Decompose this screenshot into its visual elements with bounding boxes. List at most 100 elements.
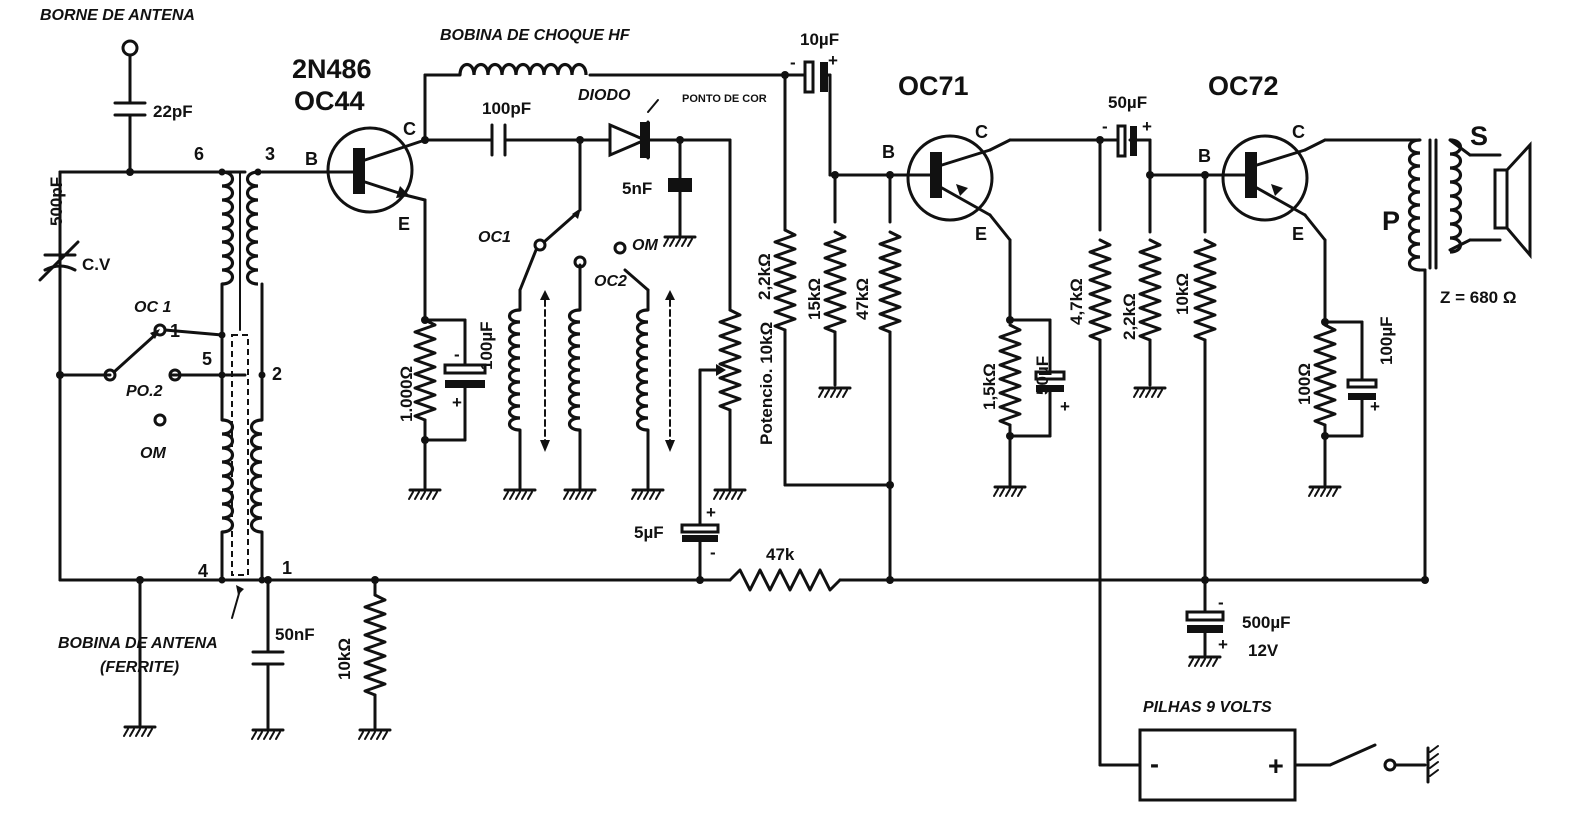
svg-text:S: S	[1470, 121, 1488, 151]
svg-text:-: -	[454, 345, 460, 364]
capacitor-10uf: 10µF - +	[790, 30, 839, 94]
antenna-coil-ferrite: 6 3 5 2 4 1 1 BOBINA DE ANTENA (FERRITE)	[58, 144, 292, 676]
svg-text:6: 6	[194, 144, 204, 164]
svg-text:15kΩ: 15kΩ	[805, 278, 824, 320]
svg-text:10kΩ: 10kΩ	[1173, 273, 1192, 315]
band-coils	[507, 290, 675, 452]
capacitor-500pf-label: 500pF	[47, 177, 66, 226]
capacitor-50uf-emitter: + 50µF	[1033, 356, 1070, 416]
svg-text:50µF: 50µF	[1033, 356, 1052, 395]
svg-text:C: C	[1292, 122, 1305, 142]
band-switch-1[interactable]: OC 1 PO.2 OM	[103, 299, 224, 462]
svg-text:1: 1	[282, 558, 292, 578]
svg-text:5nF: 5nF	[622, 179, 652, 198]
resistor-2k2-2: 2,2kΩ	[1120, 238, 1162, 357]
svg-text:-: -	[1150, 749, 1159, 779]
svg-text:+: +	[1060, 397, 1070, 416]
transistor-oc44: 2N486 OC44 B C E	[292, 54, 427, 234]
svg-text:4: 4	[198, 561, 208, 581]
svg-text:Potencio. 10kΩ: Potencio. 10kΩ	[757, 322, 776, 445]
antenna-terminal: BORNE DE ANTENA	[40, 7, 195, 57]
svg-text:+: +	[1142, 117, 1152, 136]
svg-text:C: C	[975, 122, 988, 142]
svg-text:4,7kΩ: 4,7kΩ	[1067, 278, 1086, 325]
svg-text:1.000Ω: 1.000Ω	[397, 366, 416, 422]
resistor-2k2-1: 2,2kΩ	[755, 213, 797, 342]
output-transformer: S P	[1382, 121, 1488, 272]
resistor-1k5: 1,5kΩ	[980, 323, 1022, 427]
svg-text:+: +	[452, 393, 462, 412]
svg-text:E: E	[1292, 224, 1304, 244]
diode: DIODO PONTO DE COR	[578, 87, 767, 160]
capacitor-100uf-1: - + 100µF	[443, 321, 496, 412]
svg-text:50nF: 50nF	[275, 625, 315, 644]
svg-text:B: B	[305, 149, 318, 169]
resistor-15k: 15kΩ	[805, 230, 847, 347]
svg-text:2: 2	[272, 364, 282, 384]
transistor-oc71: OC71 B C E	[882, 71, 994, 244]
hf-choke: BOBINA DE CHOQUE HF	[440, 27, 631, 76]
svg-text:C: C	[403, 119, 416, 139]
volume-potentiometer[interactable]: Potencio. 10kΩ	[698, 308, 776, 445]
svg-text:P: P	[1382, 206, 1400, 236]
svg-text:3: 3	[265, 144, 275, 164]
svg-text:+: +	[1370, 397, 1380, 416]
svg-text:100µF: 100µF	[477, 321, 496, 370]
svg-text:47kΩ: 47kΩ	[853, 278, 872, 320]
svg-text:100Ω: 100Ω	[1295, 363, 1314, 405]
svg-text:-: -	[790, 53, 796, 72]
chassis-ground-icon	[1426, 745, 1439, 784]
transistor-1-type-a: 2N486	[292, 54, 372, 84]
junctions	[56, 71, 1429, 584]
band-switch-2[interactable]: OC1 OC2 OM	[478, 208, 658, 292]
resistor-1000ohm: 1.000Ω	[397, 318, 437, 422]
svg-text:+: +	[1218, 635, 1228, 654]
resistor-10k-bias2: 10kΩ	[1173, 238, 1217, 357]
diode-label: DIODO	[578, 87, 631, 104]
svg-text:47k: 47k	[766, 545, 795, 564]
wiring	[58, 53, 1502, 767]
resistor-4k7: 4,7kΩ	[1067, 238, 1112, 357]
svg-text:+: +	[1268, 751, 1284, 781]
capacitor-5nf: 5nF	[622, 178, 692, 198]
capacitor-100uf-2: + 100µF	[1346, 316, 1396, 416]
sw-po2-label: PO.2	[126, 383, 163, 400]
svg-text:100µF: 100µF	[1377, 316, 1396, 365]
svg-text:E: E	[975, 224, 987, 244]
speaker-icon: Z = 680 Ω	[1440, 141, 1532, 307]
capacitor-22pf: 22pF	[113, 101, 193, 121]
transistor-2-type: OC71	[898, 71, 969, 101]
capacitor-500uf: - + 500µF 12V	[1185, 593, 1291, 660]
resistor-10k-bias: 10kΩ	[335, 593, 387, 697]
svg-text:12V: 12V	[1248, 641, 1279, 660]
resistor-100ohm: 100Ω	[1295, 323, 1337, 427]
ferrite-label: (FERRITE)	[100, 659, 179, 676]
transistor-1-type-b: OC44	[294, 86, 365, 116]
svg-text:B: B	[882, 142, 895, 162]
svg-text:10kΩ: 10kΩ	[335, 638, 354, 680]
antenna-terminal-label: BORNE DE ANTENA	[40, 7, 195, 24]
svg-text:-: -	[710, 543, 716, 562]
svg-text:B: B	[1198, 146, 1211, 166]
speaker-impedance-label: Z = 680 Ω	[1440, 288, 1516, 307]
power-switch[interactable]	[1383, 758, 1397, 772]
sw-om-label: OM	[140, 445, 166, 462]
svg-text:100pF: 100pF	[482, 99, 531, 118]
hf-choke-label: BOBINA DE CHOQUE HF	[440, 27, 631, 44]
svg-text:50µF: 50µF	[1108, 93, 1147, 112]
capacitor-100pf: 100pF	[482, 99, 531, 157]
svg-text:1: 1	[170, 321, 180, 341]
resistor-47k-feedback: 47k	[728, 545, 842, 592]
capacitor-5uf: + - 5µF	[634, 503, 720, 562]
transistor-3-type: OC72	[1208, 71, 1279, 101]
svg-text:E: E	[398, 214, 410, 234]
sw2-om-label: OM	[632, 237, 658, 254]
diode-color-mark-label: PONTO DE COR	[682, 93, 767, 105]
capacitor-22pf-label: 22pF	[153, 102, 193, 121]
antenna-coil-label: BOBINA DE ANTENA	[58, 635, 218, 652]
svg-text:-: -	[1218, 593, 1224, 612]
svg-text:+: +	[828, 51, 838, 70]
transistor-oc72: OC72 B C E	[1198, 71, 1309, 244]
svg-text:10µF: 10µF	[800, 30, 839, 49]
